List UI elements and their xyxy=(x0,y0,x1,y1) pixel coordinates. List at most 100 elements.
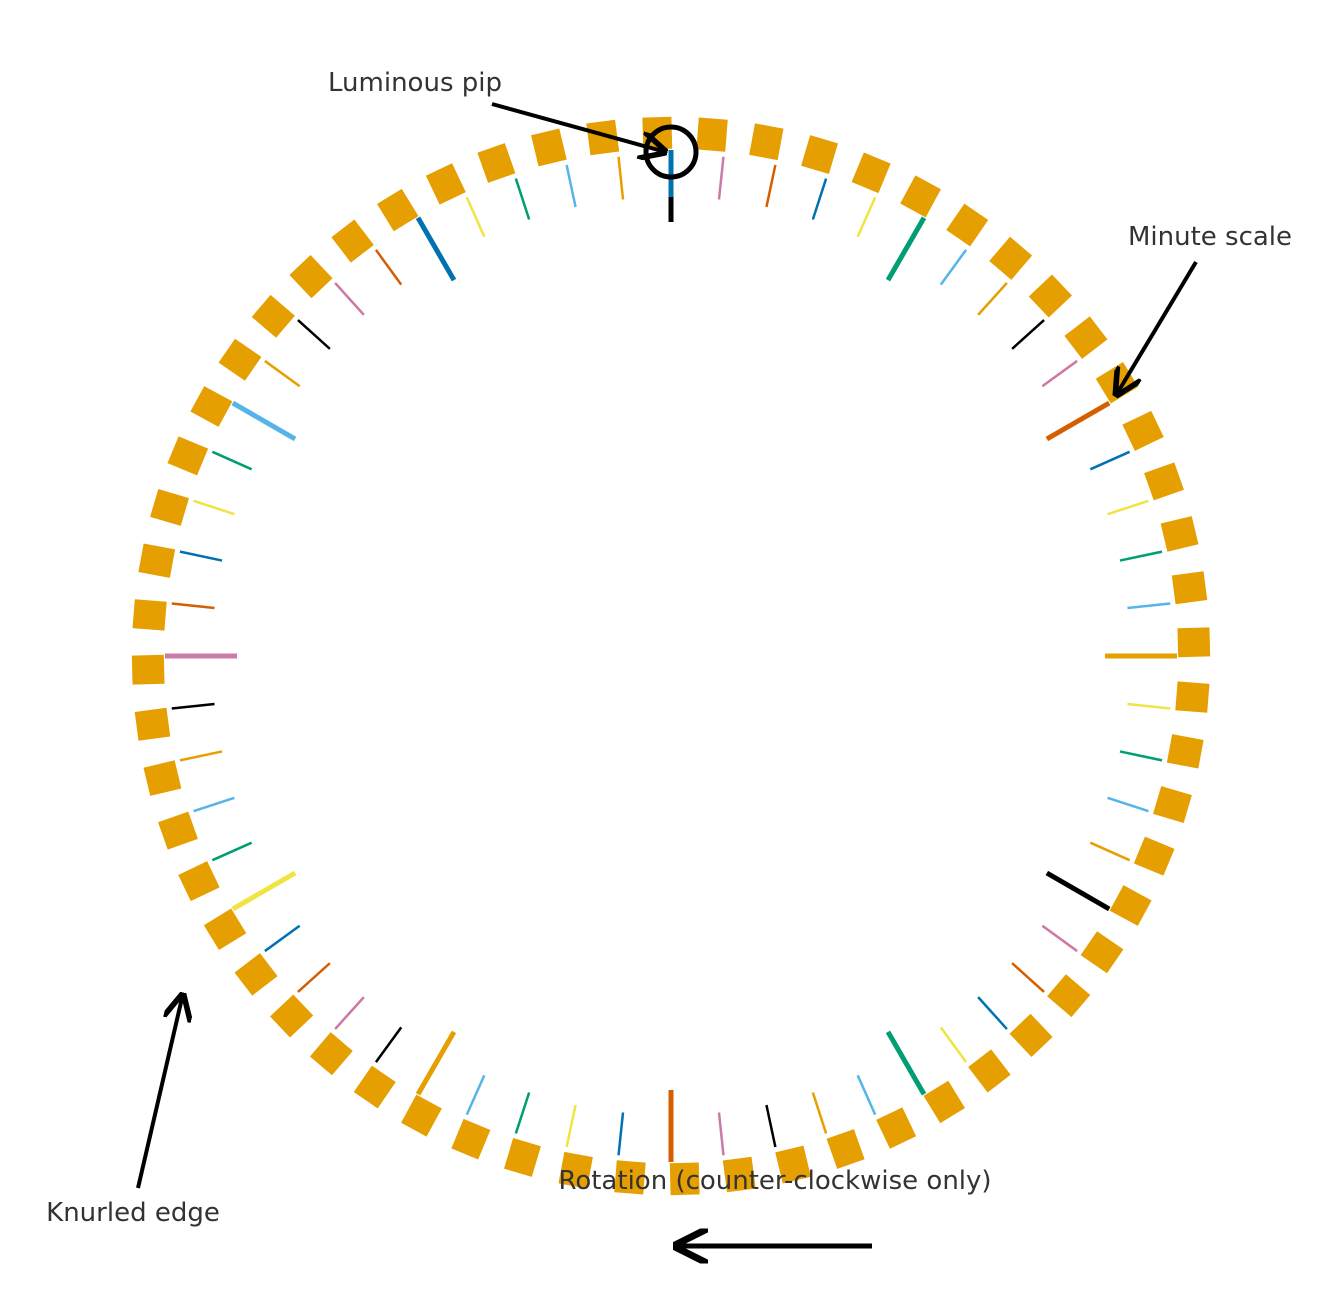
knurl-block xyxy=(451,1118,491,1160)
minute-tick xyxy=(939,1026,968,1063)
knurl-block xyxy=(586,119,620,156)
minute-tick xyxy=(1041,924,1078,953)
minute-tick xyxy=(514,178,531,220)
knurl-block xyxy=(826,1129,865,1169)
knurl-block xyxy=(289,255,333,299)
knurl-block xyxy=(1122,410,1164,451)
minute-tick xyxy=(565,1104,577,1148)
knurl-block xyxy=(270,994,314,1038)
minute-tick xyxy=(1089,841,1131,862)
knurl-block xyxy=(150,489,189,526)
minute-tick xyxy=(297,962,331,993)
knurl-block xyxy=(251,294,295,338)
knurl-block xyxy=(558,1151,593,1189)
minute-tick xyxy=(514,1092,531,1134)
knurl-block xyxy=(1047,974,1091,1018)
knurled-edge-arrow xyxy=(136,998,182,1189)
knurl-block xyxy=(158,811,198,850)
major-minute-tick xyxy=(415,1030,457,1096)
rotation-label: Rotation (counter-clockwise only) xyxy=(558,1166,991,1196)
knurl-block xyxy=(749,123,784,161)
minute-tick xyxy=(179,750,223,762)
minute-tick xyxy=(811,178,828,220)
major-minute-tick xyxy=(415,216,457,282)
knurl-block xyxy=(203,908,247,950)
knurl-block xyxy=(425,163,466,205)
minute-tick xyxy=(856,196,877,238)
knurl-block xyxy=(1153,786,1192,823)
knurl-block xyxy=(309,1032,353,1076)
minute-tick xyxy=(297,319,331,350)
minute-tick xyxy=(977,282,1008,316)
minute-tick xyxy=(939,249,968,286)
minute-tick xyxy=(334,282,365,316)
knurl-block xyxy=(477,143,516,183)
knurled-edge-label: Knurled edge xyxy=(46,1198,220,1228)
minute-tick xyxy=(465,196,486,238)
knurl-block xyxy=(138,543,176,578)
knurl-block xyxy=(614,1160,646,1195)
knurl-block xyxy=(167,436,209,476)
knurl-block xyxy=(1009,1013,1053,1057)
minute-tick xyxy=(617,1112,625,1156)
minute-tick xyxy=(1127,602,1171,610)
knurl-block xyxy=(669,1162,700,1196)
knurl-block xyxy=(234,953,278,996)
major-minute-tick xyxy=(1045,400,1111,442)
minute-tick xyxy=(211,841,253,862)
knurl-block xyxy=(923,1080,965,1124)
minute-tick xyxy=(1119,750,1163,762)
knurl-block xyxy=(1171,571,1208,605)
minute-tick xyxy=(179,550,223,562)
knurl-block xyxy=(900,175,941,218)
major-minute-tick xyxy=(1045,870,1111,912)
knurl-block xyxy=(876,1107,917,1149)
minute-tick xyxy=(374,249,403,286)
minute-scale-label: Minute scale xyxy=(1128,222,1292,252)
knurl-block xyxy=(1064,316,1108,359)
knurl-block xyxy=(1080,931,1124,974)
major-minute-tick xyxy=(231,870,297,912)
minute-scale-arrow xyxy=(1118,260,1198,392)
minute-tick xyxy=(1107,499,1149,516)
minute-tick xyxy=(811,1092,828,1134)
knurl-block xyxy=(968,1049,1011,1093)
minute-tick xyxy=(1089,450,1131,471)
knurl-block xyxy=(1144,462,1184,501)
knurl-block xyxy=(218,338,262,381)
minute-tick xyxy=(171,702,215,710)
minute-tick xyxy=(193,499,235,516)
knurl-block xyxy=(1175,681,1210,713)
minute-tick xyxy=(264,359,301,388)
minute-tick xyxy=(1011,962,1045,993)
major-minute-tick xyxy=(885,216,927,282)
knurl-block xyxy=(1166,734,1204,769)
knurl-block xyxy=(696,117,728,152)
minute-tick xyxy=(465,1074,486,1116)
pip-arrow xyxy=(491,102,662,151)
knurl-block xyxy=(801,135,838,174)
minute-tick xyxy=(171,602,215,610)
knurl-block xyxy=(1160,516,1199,552)
minute-tick xyxy=(765,164,777,208)
minute-scale xyxy=(165,150,1177,1162)
knurl-block xyxy=(331,219,374,263)
knurl-block xyxy=(178,861,220,902)
knurl-block xyxy=(134,707,171,741)
knurl-block xyxy=(1177,627,1211,658)
knurl-block xyxy=(1109,885,1152,926)
minute-tick xyxy=(977,996,1008,1030)
knurl-block xyxy=(143,760,182,796)
minute-tick xyxy=(1107,796,1149,813)
knurl-block xyxy=(851,152,891,194)
knurled-edge xyxy=(131,116,1211,1196)
knurl-block xyxy=(722,1156,756,1193)
knurl-block xyxy=(775,1145,811,1184)
minute-tick xyxy=(264,924,301,953)
knurl-block xyxy=(989,236,1033,280)
minute-tick xyxy=(334,996,365,1030)
minute-tick xyxy=(617,156,625,200)
knurl-block xyxy=(353,1065,396,1109)
knurl-block xyxy=(401,1094,442,1137)
